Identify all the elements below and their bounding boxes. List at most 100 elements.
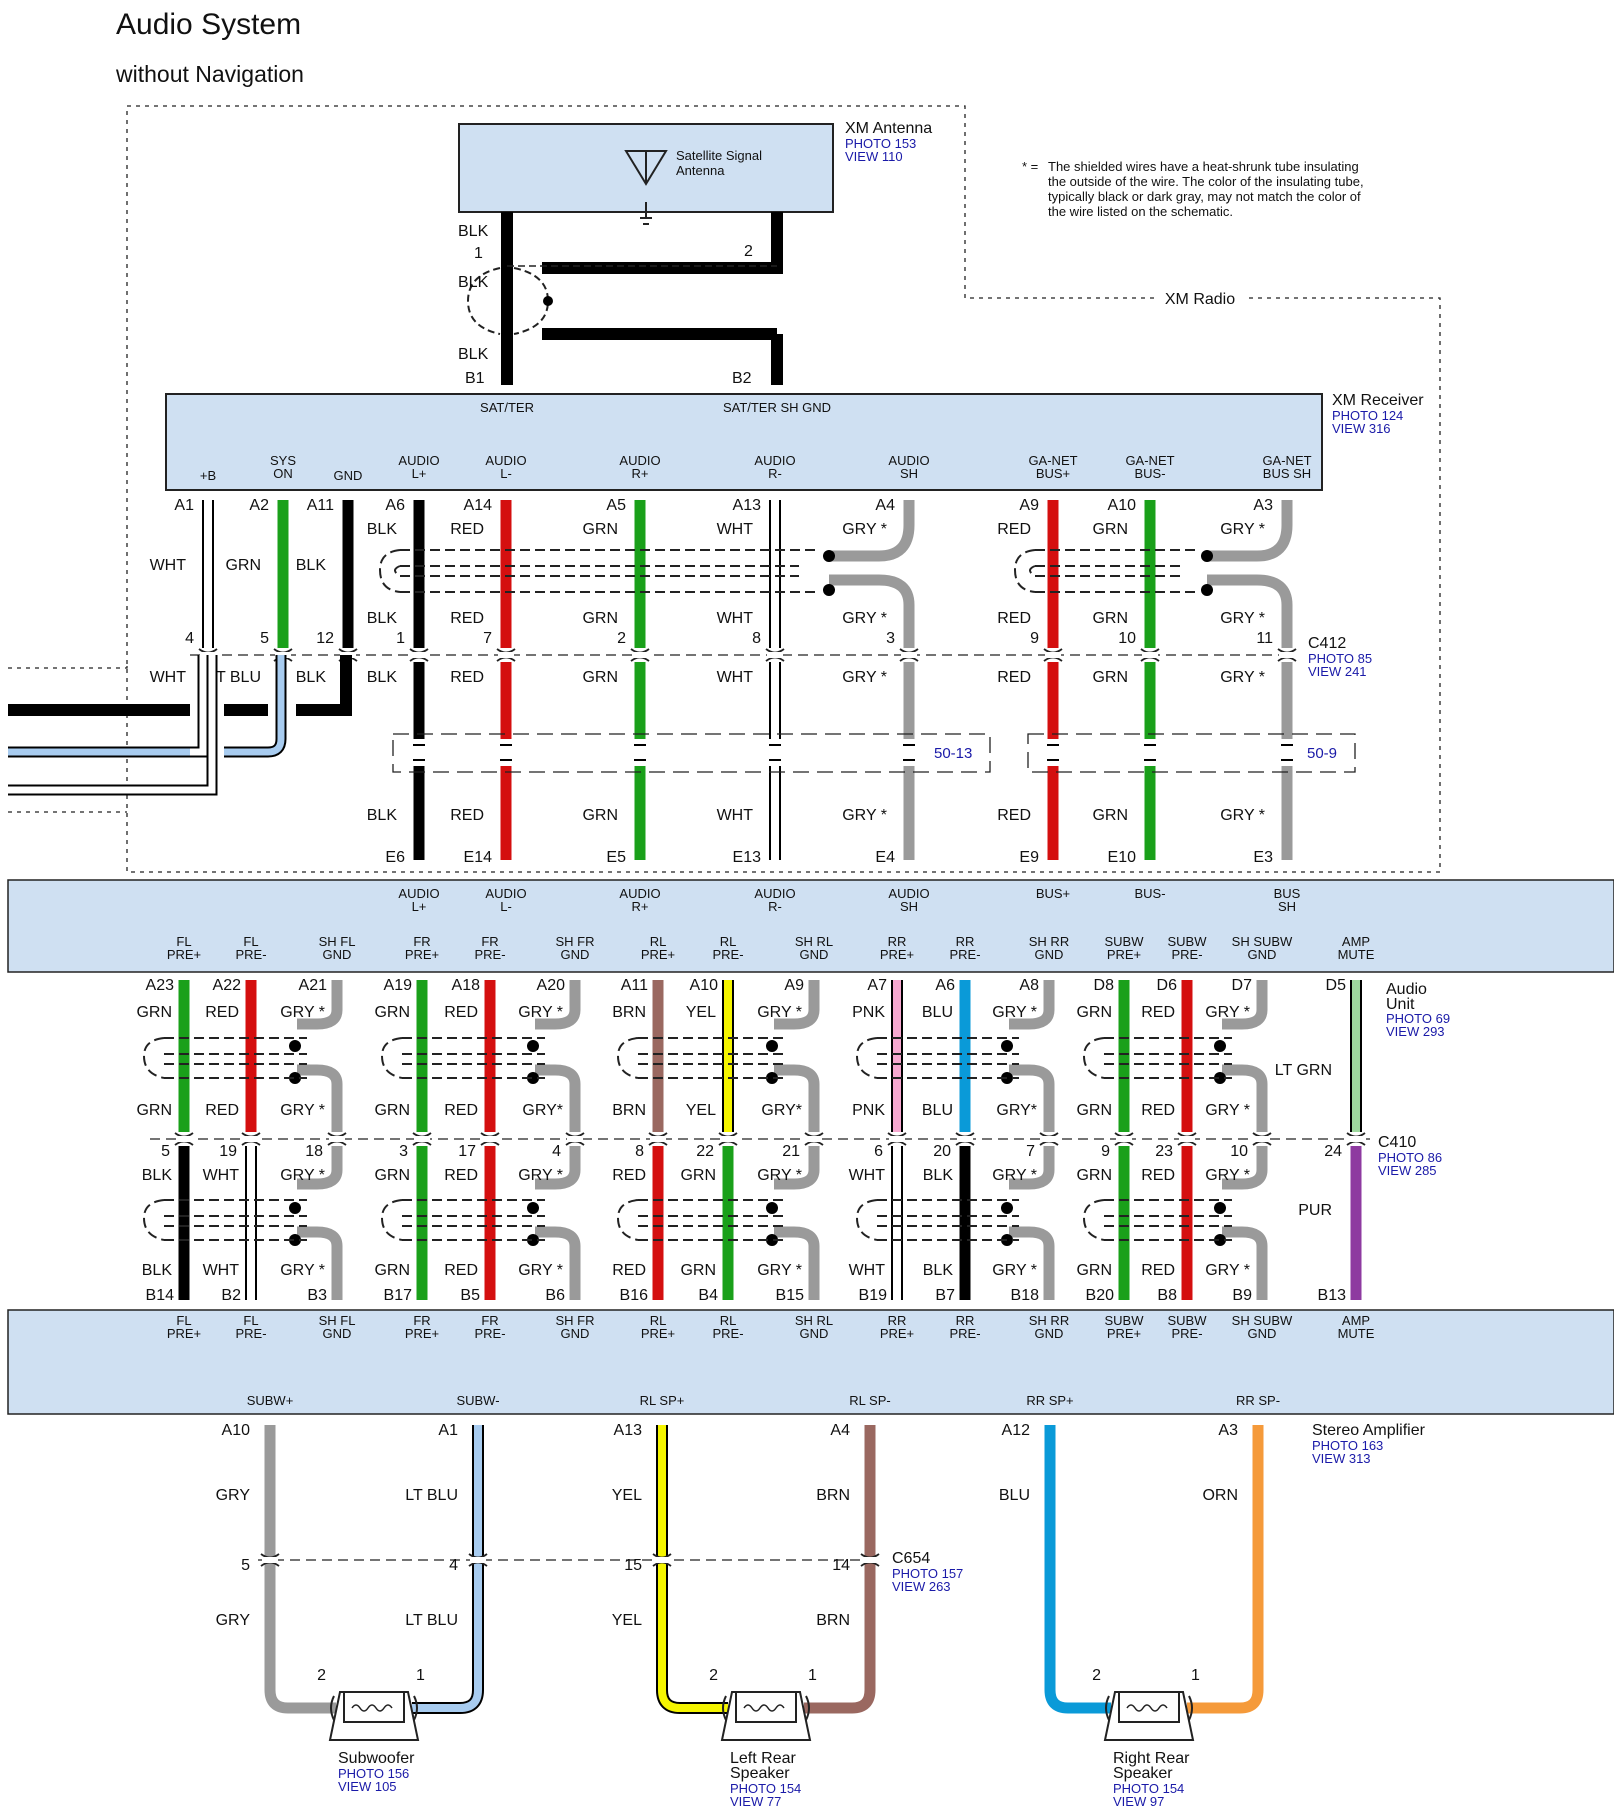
terminal-label: PRE+: [880, 1326, 914, 1341]
terminal-label: FL: [243, 1313, 258, 1328]
connector-gap: [1045, 652, 1061, 658]
terminal-label: PRE-: [474, 1326, 505, 1341]
connector-gap: [767, 652, 783, 658]
wire-color-label: GRY: [216, 1487, 251, 1504]
ref-50-13: 50-13: [934, 745, 972, 762]
wire-color-label: BLU: [922, 1102, 953, 1119]
photo-ref: PHOTO 163: [1312, 1438, 1383, 1453]
speaker-wire: [264, 1425, 336, 1714]
pin-label: B18: [1011, 1287, 1040, 1304]
terminal-label: PRE-: [235, 1326, 266, 1341]
shield-junction: [1001, 1202, 1013, 1214]
wire-color-label: BLK: [923, 1262, 954, 1279]
connector-gap: [567, 1136, 583, 1142]
terminal-label: BUS+: [1036, 886, 1070, 901]
terminal-label: PRE+: [1107, 1326, 1141, 1341]
wire-color-label: RED: [205, 1102, 239, 1119]
xm-radio-boundary: [126, 105, 1441, 873]
terminal-label: GND: [800, 947, 829, 962]
terminal-label: RL SP+: [640, 1393, 685, 1408]
pin-label: D7: [1232, 977, 1253, 994]
pin-label: 10: [1230, 1143, 1248, 1160]
wire-color-label: BLK: [458, 346, 489, 363]
connector-gap: [414, 1136, 430, 1142]
audio-unit-name: Audio: [1386, 981, 1427, 998]
terminal-label: GND: [561, 1326, 590, 1341]
pin-label: B4: [698, 1287, 718, 1304]
terminal-label: SH: [900, 466, 918, 481]
wire-color-label: GRN: [1092, 669, 1128, 686]
speaker-name: Right Rear: [1113, 1750, 1190, 1767]
shield-junction: [766, 1234, 778, 1246]
pin-label: A4: [875, 497, 895, 514]
speaker-icon: [720, 1691, 812, 1741]
speaker-wire: [1044, 1425, 1111, 1714]
terminal-label: SUBW: [1168, 1313, 1208, 1328]
wire-color-label: RED: [612, 1262, 646, 1279]
wire-color-label: GRY *: [1205, 1102, 1250, 1119]
terminal-label: L+: [412, 466, 427, 481]
shield-outline: [1082, 1037, 1232, 1079]
terminal-label: SH RL: [795, 1313, 833, 1328]
pin-label: B9: [1232, 1287, 1252, 1304]
wire-color-label: GRN: [1076, 1004, 1112, 1021]
c654-name: C654: [892, 1550, 930, 1567]
connector-gap: [901, 652, 917, 658]
wire-color-label: GRY *: [992, 1167, 1037, 1184]
wire-color-label: GRY *: [1220, 521, 1265, 538]
terminal-label: FR: [413, 934, 430, 949]
pin-label: 7: [483, 630, 492, 647]
photo-ref: PHOTO 69: [1386, 1011, 1450, 1026]
wire-color-label: RED: [450, 669, 484, 686]
shield-junction: [1214, 1234, 1226, 1246]
connector-gap: [411, 652, 427, 658]
pin-label: 4: [185, 630, 194, 647]
reference-gap: [901, 739, 917, 766]
wire-color-label: GRN: [680, 1262, 716, 1279]
connector-gap: [806, 1136, 822, 1142]
terminal-label: R-: [768, 466, 782, 481]
photo-ref: PHOTO 154: [1113, 1781, 1184, 1796]
view-ref: VIEW 77: [730, 1794, 781, 1809]
wire-color-label: GRY *: [280, 1004, 325, 1021]
terminal-label: AUDIO: [619, 886, 660, 901]
pin-label: 9: [1030, 630, 1039, 647]
wire-color-label: RED: [997, 521, 1031, 538]
terminal-label: PRE+: [167, 947, 201, 962]
shield-junction: [823, 550, 835, 562]
terminal-label: AUDIO: [888, 453, 929, 468]
wire-color-label: RED: [1141, 1167, 1175, 1184]
wire-color-label: ORN: [1202, 1487, 1238, 1504]
wire-color-label: YEL: [686, 1102, 716, 1119]
wire-color-label: GRY*: [522, 1102, 563, 1119]
c412-name: C412: [1308, 635, 1346, 652]
wire-color-label: WHT: [849, 1167, 886, 1184]
connector-gap: [1179, 1136, 1195, 1142]
satellite-antenna-icon: [624, 150, 668, 186]
terminal-label: FL: [176, 934, 191, 949]
terminal-label: GA-NET: [1262, 453, 1311, 468]
terminal-label: SUBW-: [456, 1393, 499, 1408]
wire-color-label: BLK: [142, 1262, 173, 1279]
shield-drain-wire: [1207, 500, 1293, 648]
pin-label: 5: [161, 1143, 170, 1160]
connector-gap: [720, 1136, 736, 1142]
pin-label: D8: [1094, 977, 1115, 994]
pin-label: E14: [464, 849, 493, 866]
pin-label: B19: [859, 1287, 888, 1304]
pin-label: A3: [1218, 1422, 1238, 1439]
ground-icon: [637, 202, 655, 225]
terminal-label: RR: [888, 934, 907, 949]
shield-junction: [527, 1234, 539, 1246]
terminal-label: PRE+: [641, 947, 675, 962]
terminal-label: FR: [481, 934, 498, 949]
pin-label: 5: [241, 1557, 250, 1574]
wire-color-label: GRY *: [1220, 669, 1265, 686]
reference-box: [392, 733, 1356, 773]
terminal-label: RL SP-: [849, 1393, 890, 1408]
terminal-label: AUDIO: [398, 453, 439, 468]
photo-ref: PHOTO 157: [892, 1566, 963, 1581]
terminal-label: SH SUBW: [1232, 934, 1293, 949]
wire-color-label: BLU: [922, 1004, 953, 1021]
